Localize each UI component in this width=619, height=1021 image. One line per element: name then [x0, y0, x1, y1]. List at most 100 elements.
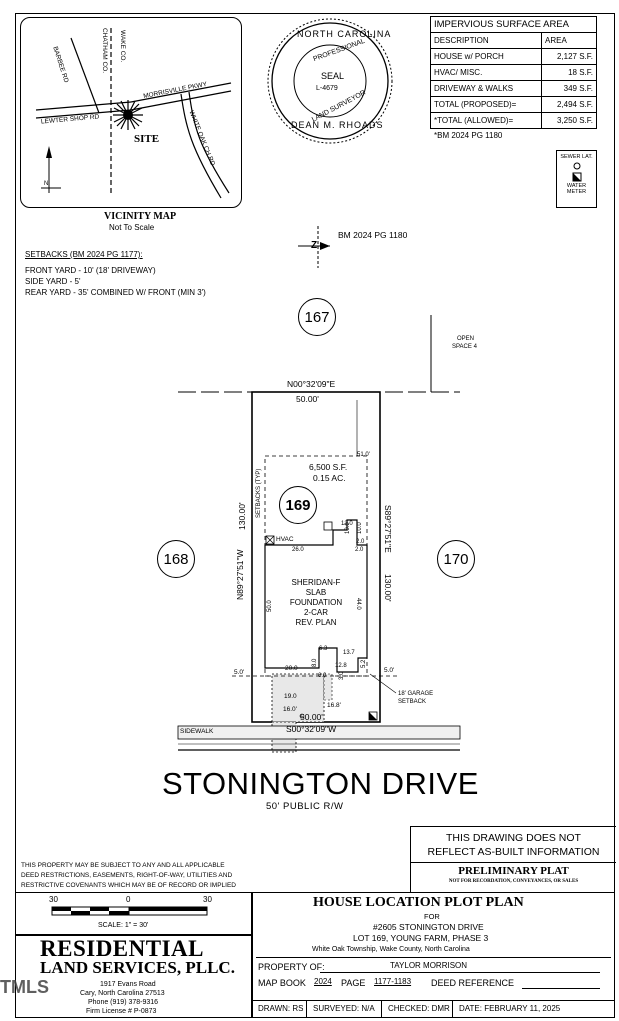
dim-50: 50.0 [267, 600, 273, 612]
house-label-line: 2-CAR [303, 608, 328, 617]
notice-line: REFLECT AS-BUILT INFORMATION [427, 845, 600, 858]
notice-line: THIS DRAWING DOES NOT [446, 832, 581, 844]
property-of-label: PROPERTY OF: [258, 962, 325, 972]
open-space-label: OPEN [457, 336, 475, 342]
lot-169-circle: 169 [279, 486, 317, 524]
seal-license: L-4679 [316, 85, 338, 92]
utility-legend: SEWER LAT. WATER METER [556, 150, 597, 208]
vicinity-map: BARBEE RD WAKE CO. CHATHAM CO. MORRISVIL… [20, 17, 242, 208]
plot-plan-address: #2605 STONINGTON DRIVE [373, 922, 484, 932]
impervious-footnote: *BM 2024 PG 1180 [434, 131, 503, 140]
setbacks-typ-label: SETBACKS (TYP) [256, 468, 262, 518]
dim-16: 16.0' [283, 706, 297, 713]
plot-plan-for: FOR [424, 912, 440, 921]
setback-line-box [264, 455, 368, 677]
scale-tick: 0 [126, 895, 131, 904]
page-value: 1177-1183 [374, 977, 412, 986]
hvac-label: HVAC [276, 536, 294, 543]
property-of-underline [320, 972, 600, 973]
house-label-line: SLAB [305, 588, 327, 597]
setback-line: SIDE YARD - 5' [25, 277, 81, 286]
seal-top-text: NORTH CAROLINA [297, 29, 392, 39]
company-name: RESIDENTIAL [40, 936, 204, 961]
dim-5-right: 5.0' [384, 667, 395, 674]
driveway [271, 673, 325, 723]
dim-3: 3.0 [339, 671, 345, 680]
street-name: STONINGTON DRIVE [162, 766, 479, 801]
sewer-cleanout-icon [299, 713, 305, 719]
property-of-value: TAYLOR MORRISON [390, 961, 468, 970]
house-footprint [264, 519, 368, 673]
garage-setback-label: SETBACK [398, 699, 427, 705]
dim-10b: 10.0 [357, 522, 363, 534]
open-space-label: SPACE 4 [452, 344, 477, 350]
table-cell: 3,250 S.F. [541, 112, 597, 129]
north-z-icon: Z [311, 240, 318, 251]
deed-reference-underline [522, 988, 600, 989]
title-divider [256, 957, 611, 958]
plot-plan-township: White Oak Township, Wake County, North C… [312, 946, 470, 953]
front-bearing: S00°32'09"W [286, 724, 337, 734]
dim-2: 2.0 [356, 539, 365, 545]
dim-13-7: 13.7 [343, 650, 355, 656]
seal-rings [267, 18, 393, 144]
dim-20: 20.0 [285, 665, 298, 672]
table-row: *TOTAL (ALLOWED)=3,250 S.F. [430, 112, 597, 129]
vicinity-north-label: N [44, 181, 49, 187]
water-meter-icon [572, 172, 581, 182]
right-distance: 130.00' [383, 574, 393, 602]
vicinity-map-roads [35, 28, 232, 199]
hvac-pad [265, 535, 275, 545]
preliminary-plat-sub: NOT FOR RECORDATION, CONVEYANCES, OR SAL… [448, 879, 579, 884]
right-bearing: S89°27'51"E [383, 505, 393, 553]
porch-box [323, 521, 333, 531]
scale-label: SCALE: 1" = 30' [98, 922, 149, 929]
dim-51: 51.0' [357, 452, 370, 458]
as-built-notice: THIS DRAWING DOES NOT REFLECT AS-BUILT I… [410, 826, 616, 892]
disclaimer-line: DEED RESTRICTIONS, EASEMENTS, RIGHT-OF-W… [21, 872, 233, 879]
sidewalk [177, 725, 461, 740]
company-license: Firm License # P-0873 [86, 1008, 157, 1015]
dim-12: 12.0 [341, 521, 353, 527]
right-of-way: 50' PUBLIC R/W [266, 801, 344, 812]
map-book-value: 2024 [314, 977, 332, 986]
dim-8: 8.0 [312, 658, 318, 667]
dim-6-3: 6.3 [319, 646, 328, 652]
sidewalk-label: SIDEWALK [180, 728, 214, 735]
plot-plan-drawing [177, 226, 461, 753]
preliminary-plat: PRELIMINARY PLAT [458, 865, 569, 877]
north-ref-label: BM 2024 PG 1180 [338, 230, 408, 240]
dim-6: 6.0 [318, 673, 327, 679]
disclaimer-line: THIS PROPERTY MAY BE SUBJECT TO ANY AND … [21, 862, 225, 869]
rear-bearing: N00°32'09"E [287, 379, 336, 389]
house-label: SHERIDAN-F SLAB FOUNDATION 2-CAR REV. PL… [280, 578, 352, 628]
dim-44: 44.0 [355, 598, 361, 610]
scale-company-divider [251, 892, 253, 1018]
lot-167-circle: 167 [298, 298, 336, 336]
seal-name: DEAN M. RHOADS [291, 120, 384, 130]
disclaimer-line: RESTRICTIVE COVENANTS WHICH MAY BE OF RE… [21, 882, 237, 889]
sewer-cleanout-icon [573, 162, 580, 170]
impervious-area-table: IMPERVIOUS SURFACE AREA DESCRIPTION AREA… [430, 16, 597, 140]
lot-168-circle: 168 [157, 540, 195, 578]
scale-divider [15, 934, 252, 936]
north-arrow-icon [298, 226, 330, 268]
setback-line: REAR YARD - 35' COMBINED W/ FRONT (MIN 3… [25, 288, 206, 297]
drawing-border [15, 13, 615, 1018]
site-starburst-icon [113, 100, 143, 130]
front-distance: 50.00' [300, 712, 323, 722]
dim-5-2: 5.2 [361, 659, 367, 668]
dim-5-left: 5.0' [234, 669, 245, 676]
surveyed-by: SURVEYED: N/A [307, 1001, 382, 1018]
plot-plan-lot: LOT 169, YOUNG FARM, PHASE 3 [353, 933, 489, 943]
scale-tick: 30 [203, 895, 212, 904]
scale-tick: 30 [49, 895, 58, 904]
dim-19: 19.0 [284, 693, 297, 700]
house-label-line: REV. PLAN [295, 618, 337, 627]
garage-setback-label: 18' GARAGE [398, 691, 434, 697]
company-phone: Phone (919) 378-9316 [88, 999, 159, 1006]
vicinity-map-subtitle: Not To Scale [109, 223, 155, 232]
left-bearing: N89°27'51"W [235, 549, 245, 600]
dim-26: 26.0 [292, 547, 304, 553]
